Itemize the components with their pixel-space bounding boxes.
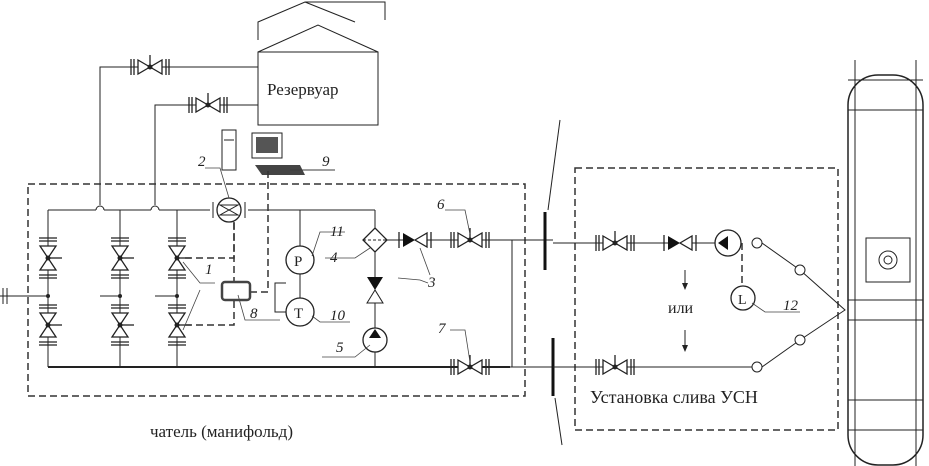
svg-text:3: 3: [427, 275, 436, 291]
unloading-piping: [553, 229, 846, 376]
svg-text:2: 2: [198, 154, 206, 170]
reservoir-tank: [257, 1, 386, 126]
manifold-label: чатель (манифольд): [150, 422, 293, 441]
svg-text:4: 4: [330, 250, 338, 266]
reservoir-label: Резервуар: [267, 80, 339, 99]
svg-text:5: 5: [336, 340, 344, 356]
svg-text:6: 6: [437, 197, 445, 213]
controller-box: [220, 280, 252, 302]
filter: [362, 227, 388, 253]
temperature-label: T: [294, 306, 303, 322]
or-label: или: [668, 300, 694, 317]
callout-leaders: [182, 167, 800, 363]
tank-car: [847, 60, 924, 466]
return-lines: [99, 54, 258, 205]
svg-text:9: 9: [322, 154, 330, 170]
unloading-unit-label: Установка слива УСН: [590, 387, 758, 407]
check-valves: [366, 227, 490, 376]
manifold-piping: [0, 170, 553, 368]
svg-text:1: 1: [205, 262, 213, 278]
pressure-label: P: [294, 254, 302, 270]
flow-meter: [212, 197, 246, 223]
svg-text:10: 10: [330, 308, 346, 324]
manifold-boundary: [27, 183, 526, 397]
pressure-gauge: [285, 245, 315, 275]
unloading-unit-boundary: [574, 167, 839, 431]
svg-text:11: 11: [330, 224, 344, 240]
svg-text:7: 7: [438, 321, 447, 337]
pump-5: [362, 327, 388, 353]
level-gauge: [730, 285, 756, 311]
svg-text:12: 12: [783, 298, 799, 314]
temperature-gauge: [285, 297, 315, 327]
svg-text:8: 8: [250, 306, 258, 322]
level-label: L: [738, 293, 747, 308]
computer-icon: [221, 129, 335, 175]
callout-numbers: 1 2 3 4 5 6 7 8 9 10 11 12: [198, 154, 799, 356]
